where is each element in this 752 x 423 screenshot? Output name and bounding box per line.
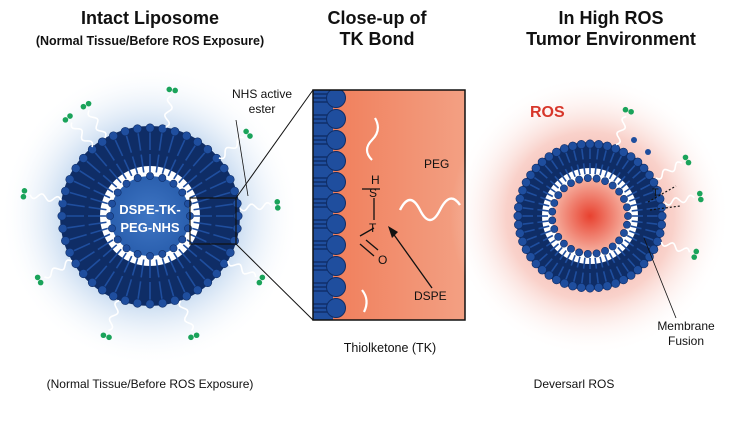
peg-chains-left — [20, 86, 281, 341]
peg-chains-right — [615, 106, 704, 260]
right-title-line2: Tumor Environment — [526, 28, 696, 49]
zoom-line-bottom — [235, 243, 314, 321]
fusion-pointer-line — [643, 237, 677, 319]
nhs-pointer-line — [235, 119, 249, 197]
cleaved-bond-2 — [649, 205, 681, 211]
ros-liposome — [513, 139, 667, 293]
left-panel-subtitle: (Normal Tissue/Before ROS Exposure) — [35, 34, 265, 48]
nhs-label-line1: NHS active — [232, 87, 292, 101]
dspe-label: DSPE — [414, 289, 447, 303]
nhs-label-line2: ester — [249, 102, 276, 116]
right-panel-title: In High ROS Tumor Environment — [470, 8, 752, 49]
closeup-membrane — [313, 90, 461, 320]
atom-o: O — [378, 253, 387, 267]
left-panel-title: Intact Liposome — [80, 8, 219, 28]
fusion-label-line2: Fusion — [668, 334, 704, 348]
dspe-arrowhead — [388, 226, 398, 238]
middle-title-line2: TK Bond — [339, 28, 415, 49]
cleaved-bond-1 — [647, 185, 677, 203]
bond-o-double — [365, 239, 379, 251]
intact-liposome — [57, 123, 243, 309]
peg-label: PEG — [424, 157, 449, 171]
ros-label: ROS — [530, 104, 565, 121]
left-caption: (Normal Tissue/Before ROS Exposure) — [47, 377, 254, 391]
fusion-label-line1: Membrane — [657, 319, 715, 333]
dspe-arrow — [391, 231, 433, 289]
middle-title-line1: Close-up of — [327, 8, 427, 28]
zoom-line-top — [235, 89, 314, 199]
right-caption: Deversarl ROS — [534, 377, 615, 391]
cleaved-t-label: T — [652, 187, 659, 199]
atom-s: S — [369, 186, 377, 200]
middle-caption: Thiolketone (TK) — [344, 341, 436, 355]
core-label-line1: DSPE-TK- — [119, 202, 180, 217]
zoom-box — [189, 197, 237, 245]
core-label-line2: PEG-NHS — [120, 220, 180, 235]
bond-t-line — [359, 227, 375, 237]
middle-panel-title: Close-up of TK Bond — [302, 8, 452, 49]
atom-h: H — [371, 173, 380, 187]
atom-t: T — [369, 221, 377, 235]
bond-o-line — [359, 243, 375, 257]
right-title-line1: In High ROS — [558, 8, 664, 28]
